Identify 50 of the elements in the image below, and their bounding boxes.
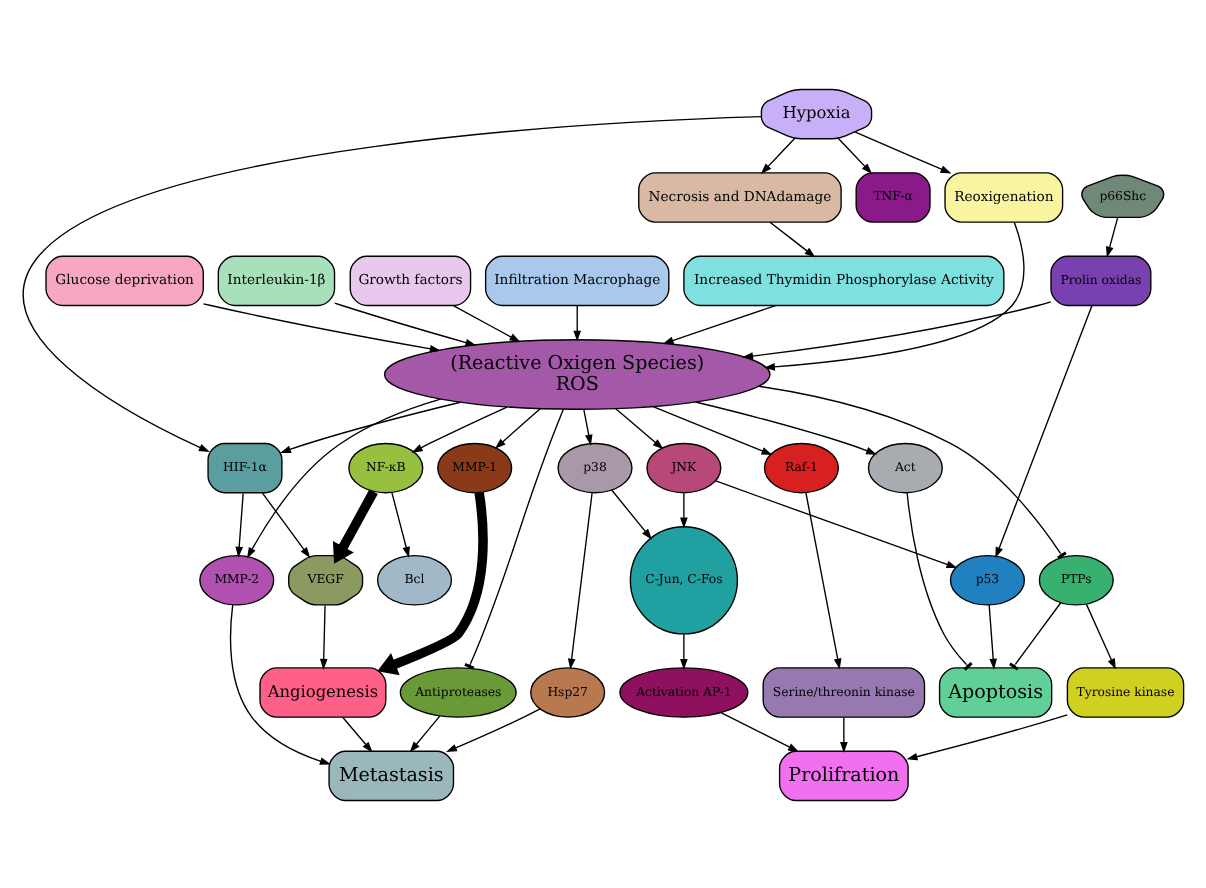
arrow	[652, 404, 773, 454]
arrow	[235, 491, 244, 557]
arrow	[995, 303, 1093, 558]
arrow	[334, 301, 477, 346]
arrow	[342, 715, 373, 752]
arrow	[583, 408, 593, 445]
connector	[464, 407, 564, 669]
arrow	[764, 220, 1025, 370]
arrow	[906, 713, 1068, 760]
arrow	[769, 220, 816, 257]
arrow	[662, 303, 777, 344]
arrow	[332, 488, 378, 563]
arrow	[742, 300, 1052, 359]
arrow	[409, 714, 441, 752]
node-box: Angiogenesis	[259, 666, 387, 717]
arrow	[377, 491, 488, 675]
arrow	[229, 603, 331, 764]
arrow	[391, 491, 410, 557]
arrow	[680, 632, 688, 669]
arrow	[720, 710, 800, 751]
arrow	[319, 603, 328, 669]
connector	[758, 384, 1067, 559]
node-box: Prolifration	[778, 749, 909, 801]
connector	[1009, 601, 1062, 670]
arrow	[261, 491, 311, 557]
arrow	[611, 488, 652, 539]
arrow	[840, 715, 848, 753]
arrow	[494, 406, 541, 448]
arrow	[1106, 215, 1119, 257]
arrow	[22, 114, 763, 452]
arrow	[680, 491, 688, 528]
arrow	[567, 491, 593, 669]
arrow	[760, 137, 796, 174]
arrow	[615, 406, 664, 449]
arrow	[805, 491, 842, 669]
node-box: Metastasis	[328, 749, 455, 801]
arrow	[837, 137, 873, 174]
arrow	[202, 302, 441, 352]
arrow	[280, 400, 462, 452]
arrow	[715, 479, 958, 568]
node-box: Apoptosis	[938, 666, 1053, 717]
arrow	[694, 400, 878, 454]
arrow	[1085, 602, 1116, 669]
arrow	[445, 707, 541, 752]
arrow	[573, 303, 582, 341]
arrow	[988, 603, 997, 669]
arrow	[246, 397, 442, 558]
arrow	[452, 303, 521, 342]
arrow	[854, 130, 952, 173]
arrow	[411, 405, 508, 452]
